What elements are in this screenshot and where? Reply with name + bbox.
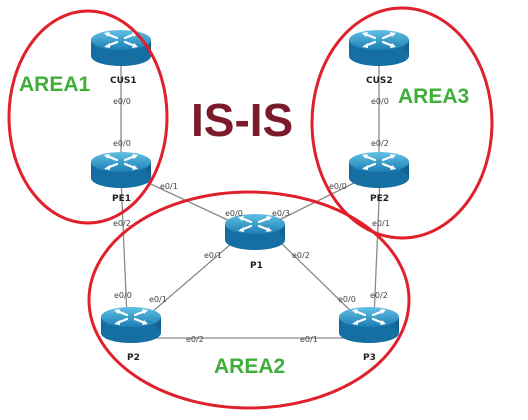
iface-pe1-to-cus1: e0/0: [113, 139, 131, 148]
router-pe1-label: PE1: [112, 194, 131, 204]
area1-boundary: [7, 9, 169, 225]
iface-cus2-to-pe2: e0/0: [371, 97, 389, 106]
router-p1-label: P1: [250, 261, 263, 271]
iface-pe2-to-p1: e0/0: [329, 182, 347, 191]
diagram-title: IS-IS: [191, 94, 293, 146]
link-p1-p2: [144, 237, 239, 319]
iface-pe2-to-p3: e0/1: [372, 219, 390, 228]
link-pe2-p3: [373, 177, 381, 319]
iface-p1-to-p2: e0/1: [204, 251, 222, 260]
area2-label: AREA2: [214, 355, 285, 378]
iface-p2-to-p1: e0/1: [149, 295, 167, 304]
area3-boundary: [310, 6, 494, 240]
link-p1-p3: [275, 237, 359, 319]
iface-p2-to-pe1: e0/0: [114, 291, 132, 300]
router-cus1-label: CUS1: [110, 76, 137, 86]
iface-p3-to-p2: e0/1: [300, 335, 318, 344]
router-pe1-icon[interactable]: [89, 150, 153, 190]
area1-label: AREA1: [19, 73, 91, 96]
iface-p3-to-p1: e0/0: [338, 295, 356, 304]
iface-p1-to-p3: e0/2: [292, 251, 310, 260]
area3-label: AREA3: [398, 85, 469, 108]
router-p3-icon[interactable]: [337, 305, 401, 345]
router-p1-icon[interactable]: [223, 212, 287, 252]
router-p2-icon[interactable]: [99, 305, 163, 345]
iface-p2-to-p3: e0/2: [186, 335, 204, 344]
router-cus2-icon[interactable]: [347, 28, 411, 68]
router-p3-label: P3: [363, 353, 376, 363]
router-cus2-label: CUS2: [366, 76, 393, 86]
iface-p1-to-pe2: e0/3: [272, 209, 290, 218]
router-pe2-icon[interactable]: [347, 150, 411, 190]
router-cus1-icon[interactable]: [89, 28, 153, 68]
iface-cus1-to-pe1: e0/0: [113, 97, 131, 106]
router-pe2-label: PE2: [370, 194, 389, 204]
iface-p1-to-pe1: e0/0: [225, 209, 243, 218]
area2-boundary: [87, 190, 411, 410]
interface-labels: e0/0 e0/0 e0/0 e0/2 e0/1 e0/0 e0/0 e0/3 …: [113, 97, 390, 344]
iface-pe1-to-p2: e0/2: [113, 219, 131, 228]
router-p2-label: P2: [127, 353, 140, 363]
iface-p3-to-pe2: e0/2: [370, 291, 388, 300]
link-pe1-p2: [120, 177, 128, 319]
iface-pe2-to-cus2: e0/2: [371, 139, 389, 148]
links-group: [120, 58, 381, 339]
iface-pe1-to-p1: e0/1: [160, 182, 178, 191]
